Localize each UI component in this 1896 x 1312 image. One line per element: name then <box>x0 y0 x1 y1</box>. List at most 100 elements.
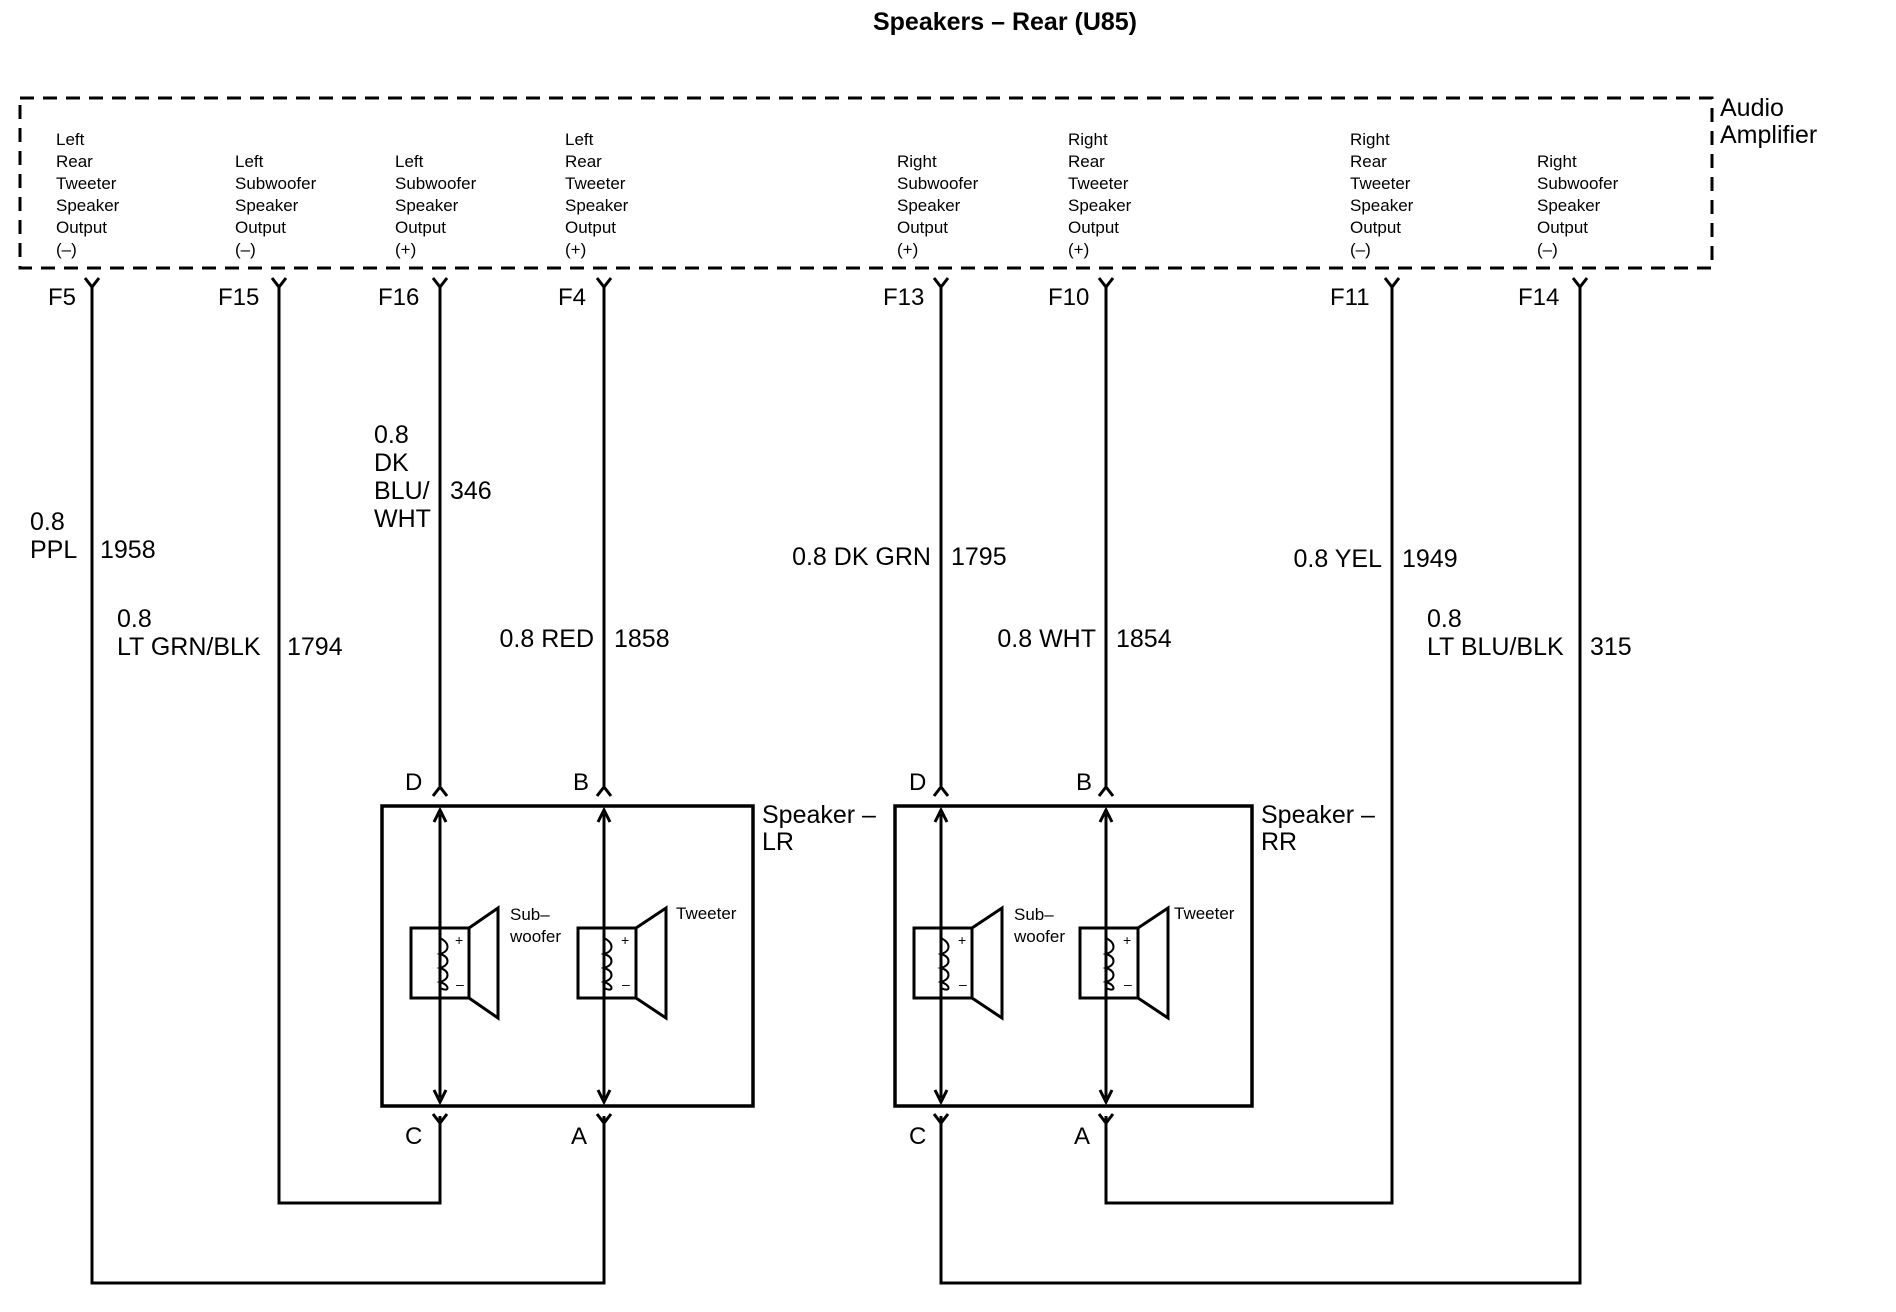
wire-circuit-f15: 1794 <box>287 633 343 661</box>
speaker-cone <box>1137 905 1170 1021</box>
wire-spec-f13: 0.8 DK GRN <box>792 543 931 571</box>
terminal-f4 <box>595 277 613 290</box>
voice-coil-icon <box>1102 937 1115 991</box>
speaker-rr-label: Speaker – RR <box>1261 801 1382 856</box>
wire-spec-f16: 0.8 DK BLU/ WHT <box>374 421 437 533</box>
amp-output-desc: Left Rear Tweeter Speaker Output (+) <box>565 130 633 259</box>
pin-label-f13: F13 <box>883 284 924 311</box>
polarity-minus: – <box>456 976 464 992</box>
speaker-cone <box>971 905 1004 1021</box>
amp-output-desc: Left Rear Tweeter Speaker Output (–) <box>56 130 124 259</box>
amp-output-f13: Right Subwoofer Speaker Output (+) F13 <box>883 152 983 311</box>
speaker-magnet <box>576 926 638 1000</box>
arrow-head <box>432 806 448 823</box>
diagram-title: Speakers – Rear (U85) <box>873 8 1137 36</box>
connector-c <box>932 1113 950 1126</box>
polarity-plus: + <box>958 932 966 948</box>
wire-spec-f11: 0.8 YEL <box>1293 545 1382 573</box>
pin-label-b: B <box>1076 769 1092 796</box>
polarity-plus: + <box>455 932 463 948</box>
voice-coil-icon <box>600 937 613 991</box>
wire-f15 <box>277 287 442 1205</box>
speaker-lr-label: Speaker – LR <box>762 801 883 856</box>
pin-label-d: D <box>405 769 422 796</box>
terminal-f14 <box>1571 277 1589 290</box>
amp-output-desc: Left Subwoofer Speaker Output (–) <box>235 152 321 259</box>
pin-label-f10: F10 <box>1048 284 1089 311</box>
amp-output-f5: Left Rear Tweeter Speaker Output (–) F5 <box>48 130 124 311</box>
wire-spec-f5: 0.8 PPL <box>30 508 77 564</box>
pin-label-c: C <box>405 1123 422 1150</box>
speaker-rr-box <box>893 804 1254 1108</box>
tweeter-element: + – Tweeter <box>1078 904 1235 1021</box>
arrow-head <box>1098 806 1114 823</box>
wire-spec-f14: 0.8 LT BLU/BLK <box>1427 605 1564 661</box>
arrow-head <box>432 1089 448 1106</box>
voice-coil-icon <box>436 937 449 991</box>
pin-label-f11: F11 <box>1330 284 1370 311</box>
wire-circuit-f13: 1795 <box>951 543 1007 571</box>
amp-output-desc: Right Subwoofer Speaker Output (–) <box>1537 152 1623 259</box>
amp-output-f15: Left Subwoofer Speaker Output (–) F15 <box>218 152 321 311</box>
wire-f14 <box>939 287 1582 1285</box>
pin-label-f15: F15 <box>218 284 259 311</box>
speaker-lr: Speaker – LR D B C A + – Sub– woofer <box>380 769 883 1150</box>
speaker-cone <box>635 905 668 1021</box>
wires <box>90 287 1582 1285</box>
amp-output-desc: Right Subwoofer Speaker Output (+) <box>897 152 983 259</box>
arrow-head <box>596 1089 612 1106</box>
terminal-f16 <box>431 277 449 290</box>
pin-label-d: D <box>909 769 926 796</box>
polarity-plus: + <box>621 932 629 948</box>
amp-output-f4: Left Rear Tweeter Speaker Output (+) F4 <box>558 130 633 311</box>
wire-circuit-f11: 1949 <box>1402 545 1458 573</box>
audio-amplifier-label-line: Audio <box>1720 94 1784 122</box>
voice-coil-icon <box>937 937 950 991</box>
connector-d <box>932 784 950 797</box>
amp-output-desc: Left Subwoofer Speaker Output (+) <box>395 152 481 259</box>
terminal-f15 <box>270 277 288 290</box>
terminal-f13 <box>932 277 950 290</box>
terminal-f5 <box>83 277 101 290</box>
amp-output-desc: Right Rear Tweeter Speaker Output (–) <box>1350 130 1418 259</box>
wire-circuit-f5: 1958 <box>100 536 156 564</box>
tweeter-label: Tweeter <box>1174 904 1235 923</box>
speaker-magnet <box>912 926 974 1000</box>
tweeter-element: + – Tweeter <box>576 904 737 1021</box>
wire-spec-f4: 0.8 RED <box>500 625 594 653</box>
amp-output-f16: Left Subwoofer Speaker Output (+) F16 <box>378 152 481 311</box>
audio-amplifier-label-line: Amplifier <box>1720 121 1817 149</box>
connector-b <box>1097 784 1115 797</box>
wire-circuit-f16: 346 <box>450 477 492 505</box>
wire-spec-f10: 0.8 WHT <box>997 625 1096 653</box>
pin-label-a: A <box>1074 1123 1090 1150</box>
subwoofer-label: Sub– woofer <box>1013 905 1065 946</box>
audio-amplifier-label: Audio Amplifier <box>1720 94 1817 149</box>
audio-amplifier-box <box>18 96 1714 270</box>
speaker-rr: Speaker – RR D B C A + – Sub– woofer <box>893 769 1382 1150</box>
pin-label-f5: F5 <box>48 284 76 311</box>
wire-circuit-f10: 1854 <box>1116 625 1172 653</box>
subwoofer-label: Sub– woofer <box>509 905 561 946</box>
tweeter-label: Tweeter <box>676 904 737 923</box>
polarity-minus: – <box>622 976 630 992</box>
wire-f11 <box>1104 287 1394 1205</box>
arrow-head <box>933 1089 949 1106</box>
wire-spec-f15: 0.8 LT GRN/BLK <box>117 605 261 661</box>
amp-output-f10: Right Rear Tweeter Speaker Output (+) F1… <box>1048 130 1136 311</box>
speaker-magnet <box>409 926 471 1000</box>
pin-label-c: C <box>909 1123 926 1150</box>
connector-a <box>595 1113 613 1126</box>
subwoofer-element: + – Sub– woofer <box>912 905 1065 1021</box>
subwoofer-element: + – Sub– woofer <box>409 905 561 1021</box>
wire-f5 <box>90 287 606 1285</box>
arrow-head <box>933 806 949 823</box>
arrow-head <box>596 806 612 823</box>
amp-output-desc: Right Rear Tweeter Speaker Output (+) <box>1068 130 1136 259</box>
amp-output-f14: Right Subwoofer Speaker Output (–) F14 <box>1518 152 1623 311</box>
terminal-f11 <box>1383 277 1401 290</box>
amp-output-f11: Right Rear Tweeter Speaker Output (–) F1… <box>1330 130 1418 311</box>
speaker-cone <box>468 905 500 1021</box>
connector-d <box>431 784 449 797</box>
